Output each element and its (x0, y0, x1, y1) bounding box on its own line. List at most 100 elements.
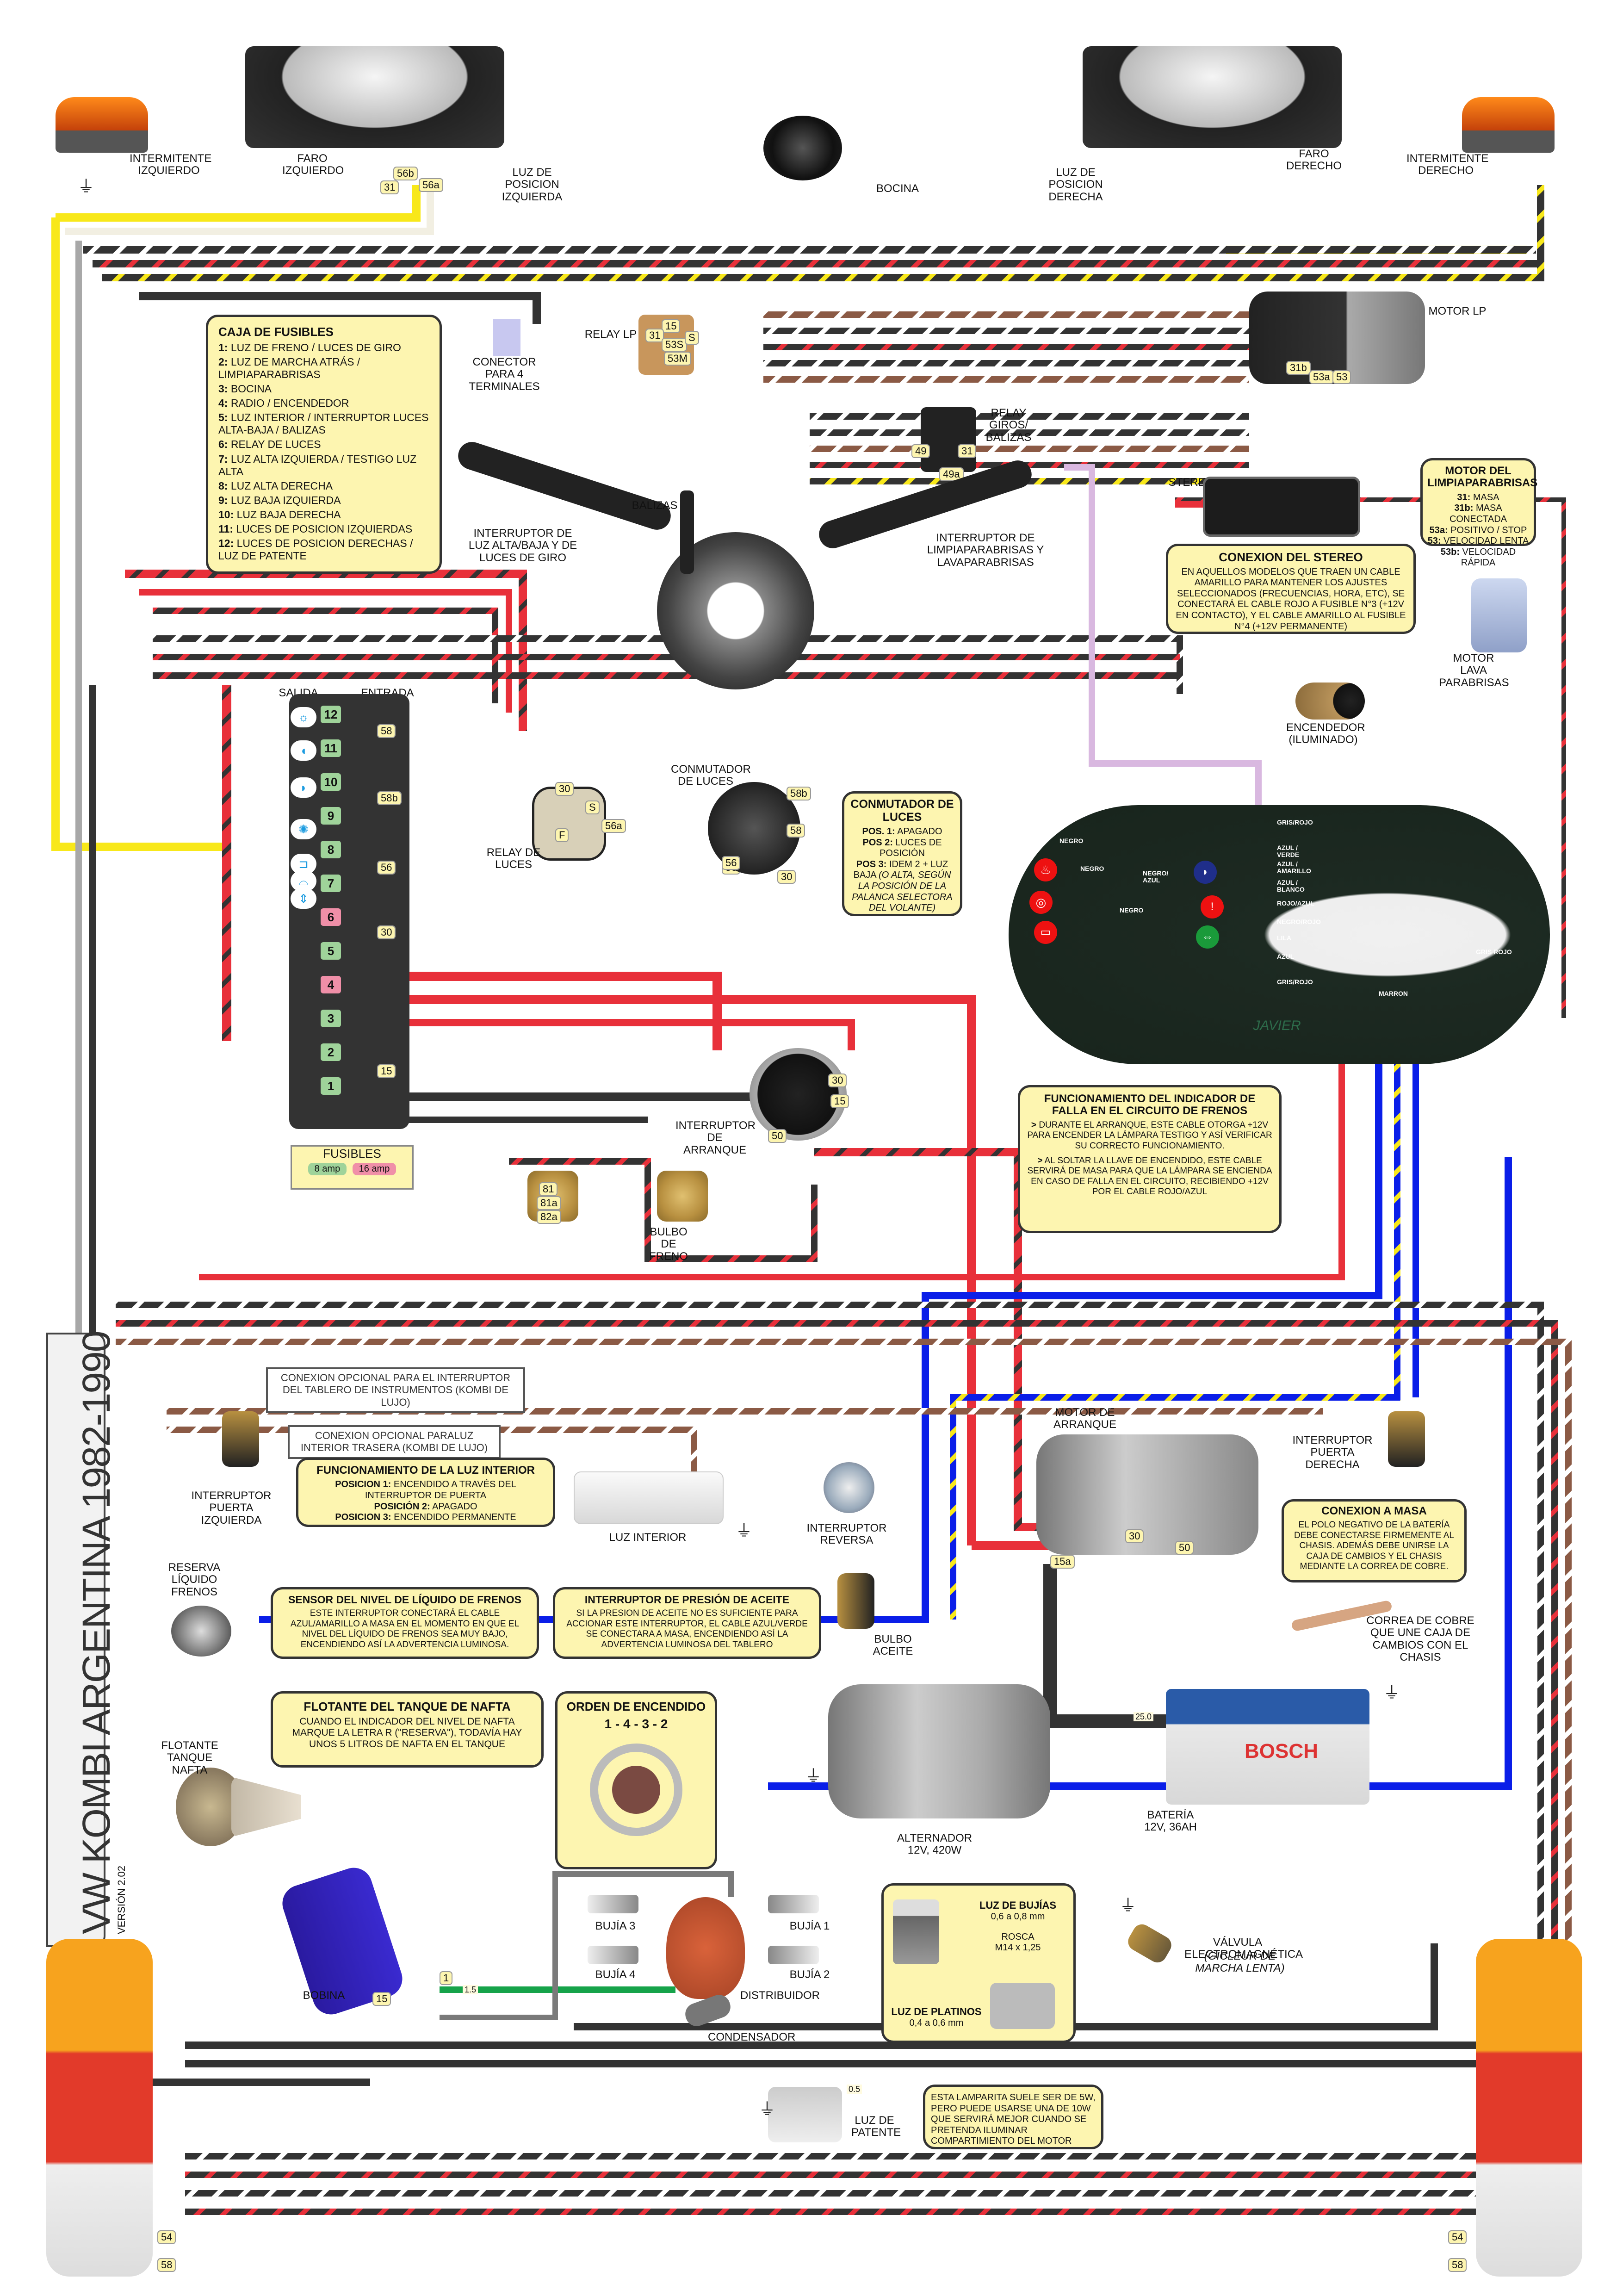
luz-interior (574, 1471, 724, 1524)
note-luz-interior: FUNCIONAMIENTO DE LA LUZ INTERIOR POSICI… (296, 1458, 555, 1527)
fuse-legend-item: 11: LUCES DE POSICION IZQUIERDAS (218, 523, 429, 535)
wire-lower-3 (116, 1339, 1572, 2147)
note-patente-body: ESTA LAMPARITA SUELE SER DE 5W, PERO PUE… (931, 2092, 1096, 2147)
note-luz-interior-title: FUNCIONAMIENTO DE LA LUZ INTERIOR (316, 1464, 535, 1477)
conmutador-pos2-val: LUCES DE POSICIÓN (880, 837, 942, 859)
terminal-relay-53s: 53S (662, 338, 688, 352)
fuse-12: 12 (321, 706, 341, 723)
label-relay-luces: RELAY DE LUCES (486, 846, 541, 871)
distribuidor (666, 1897, 745, 1999)
relay-giros-balizas (921, 407, 976, 472)
terminal-rl-f: F (555, 828, 569, 842)
label-relay-lp: RELAY LP (584, 328, 637, 341)
fuse-legend-text: LUCES DE POSICION DERECHAS / LUZ DE PATE… (218, 537, 413, 562)
luz-interior-p1v: ENCENDIDO A TRAVÉS DEL INTERRUPTOR DE PU… (365, 1479, 516, 1501)
instrument-wire-label: AZUL / BLANCO (1277, 879, 1305, 894)
fuse-8amp-chip: 8 amp (308, 1163, 347, 1175)
instrument-wire-label: NEGRO (1059, 837, 1084, 844)
note-sensor-title: SENSOR DEL NIVEL DE LÍQUIDO DE FRENOS (288, 1594, 521, 1606)
fuse-icon-luz-interior: ✺ (291, 819, 316, 839)
fuse-legend-number: 5: (218, 411, 228, 424)
note-caja-fusibles: CAJA DE FUSIBLES 1: LUZ DE FRENO / LUCES… (206, 315, 442, 574)
instrument-wire-label: NEGRO (1080, 865, 1104, 872)
fuse-legend-number: 2: (218, 355, 228, 368)
terminal-code: 31b: (1454, 503, 1474, 514)
note-bujias-platinos: LUZ DE BUJÍAS 0,6 a 0,8 mm ROSCA M14 x 1… (881, 1883, 1076, 2043)
terminal-31b: 31b (1286, 361, 1311, 375)
rosca-title: ROSCA (1001, 1931, 1035, 1942)
note-frenos-title: FUNCIONAMIENTO DEL INDICADOR DE FALLA EN… (1044, 1092, 1256, 1117)
fuse-1: 1 (321, 1077, 341, 1095)
terminal-code: 31: (1457, 492, 1471, 503)
wire-black-main (139, 292, 541, 324)
terminal-arr-50: 50 (768, 1129, 787, 1143)
document-version: VERSIÓN 2.02 (116, 1866, 127, 1934)
fuse-11: 11 (321, 739, 341, 757)
interruptor-puerta-izquierda (222, 1411, 259, 1467)
gauge-patente: 0.5 (847, 2085, 862, 2094)
terminal-tail-54-right: 54 (1448, 2230, 1467, 2244)
label-condensador: CONDENSADOR (708, 2031, 796, 2043)
intermitente-izquierdo (56, 97, 148, 153)
ground-icon: ⏚ (759, 2099, 776, 2118)
fuse-legend-number: 10: (218, 509, 234, 521)
luz-patente (768, 2087, 842, 2142)
label-bujia-4: BUJÍA 4 (595, 1968, 636, 1981)
terminal-description: MASA (1473, 492, 1499, 503)
conmutador-pos3-note: (O ALTA, SEGÚN LA POSICIÓN DE LA PALANCA… (852, 870, 953, 913)
label-int-luz-alta: INTERRUPTOR DE LUZ ALTA/BAJA Y DE LUCES … (468, 527, 577, 564)
fuse-legend-item: 2: LUZ DE MARCHA ATRÁS / LIMPIAPARABRISA… (218, 356, 429, 381)
fuse-legend-number: 8: (218, 479, 228, 492)
fuse-legend-number: 3: (218, 382, 228, 395)
label-int-arranque: INTERRUPTOR DE ARRANQUE (675, 1119, 756, 1156)
interruptor-reversa (824, 1462, 874, 1513)
motor-limpia-terminal: 31b: MASA CONECTADA (1427, 503, 1529, 525)
fuse-icon-luz-baja: ◖ (291, 740, 316, 761)
luz-interior-p3v: ENCENDIDO PERMANENTE (394, 1512, 516, 1523)
note-conexion-stereo: CONEXION DEL STEREO EN AQUELLOS MODELOS … (1166, 544, 1416, 634)
terminal-bobina-15: 15 (372, 1992, 391, 2006)
fuse-legend-text: LUZ DE MARCHA ATRÁS / LIMPIAPARABRISAS (218, 355, 360, 380)
fuse-input-tag: 30 (377, 925, 396, 939)
terminal-arr-30: 30 (828, 1074, 847, 1087)
luz-trasera-derecha (1476, 1939, 1582, 2277)
fuse-2: 2 (321, 1043, 341, 1061)
bateria (1166, 1689, 1369, 1805)
note-indicador-frenos: FUNCIONAMIENTO DEL INDICADOR DE FALLA EN… (1018, 1085, 1282, 1233)
wire-left-yellow (51, 217, 231, 851)
distributor-cap-icon (590, 1743, 682, 1836)
motor-limpia-terminal: 53: VELOCIDAD LENTA (1427, 536, 1529, 547)
spark-plug-icon (893, 1899, 939, 1964)
wire-red-power-1 (407, 972, 722, 1050)
conmutador-pos1-key: POS. 1: (862, 826, 895, 837)
instrument-wire-label: LILA (1277, 934, 1292, 942)
terminal-relay-53m: 53M (664, 352, 691, 366)
fuse-legend-number: 4: (218, 397, 228, 410)
instrument-wire-label: NEGRO/ AZUL (1143, 869, 1169, 884)
instrument-wire-label: AZUL / VERDE (1277, 844, 1300, 859)
fuse-legend-text: LUCES DE POSICION IZQUIERDAS (236, 523, 413, 535)
terminal-arr-15: 15 (830, 1094, 849, 1108)
label-int-puerta-der: INTERRUPTOR PUERTA DERECHA (1292, 1434, 1373, 1471)
terminal-bobina-1: 1 (440, 1971, 453, 1985)
fuse-input-tag: 15 (377, 1064, 396, 1078)
fuse-legend-item: 4: RADIO / ENCENDEDOR (218, 397, 429, 410)
label-intermitente-der: INTERMITENTE DERECHO (1406, 152, 1489, 177)
motor-lava-parabrisas (1471, 578, 1527, 652)
note-masa-title: CONEXION A MASA (1321, 1505, 1427, 1517)
note-frenos-p1: DURANTE EL ARRANQUE, ESTE CABLE OTORGA +… (1027, 1120, 1272, 1151)
terminal-ma-30: 30 (1125, 1529, 1144, 1543)
motor-de-arranque (1036, 1434, 1258, 1555)
label-luz-pos-der: LUZ DE POSICION DERECHA (1048, 166, 1103, 203)
fuse-icon-luces-posicion: ☼ (291, 707, 316, 727)
note-lamparita-patente: ESTA LAMPARITA SUELE SER DE 5W, PERO PUE… (923, 2085, 1103, 2149)
fuse-icon-bocina: ⊐ (291, 854, 316, 874)
label-encendedor: ENCENDEDOR (ILUMINADO) (1286, 721, 1365, 746)
terminal-ma-50: 50 (1175, 1541, 1194, 1555)
note-frenos-p2: AL SOLTAR LA LLAVE DE ENCENDIDO, ESTE CA… (1027, 1156, 1272, 1197)
wire-lower-2 (116, 1320, 1558, 2138)
wire-brake-loop (509, 1158, 818, 1262)
terminal-description: POSITIVO / STOP (1450, 525, 1527, 535)
